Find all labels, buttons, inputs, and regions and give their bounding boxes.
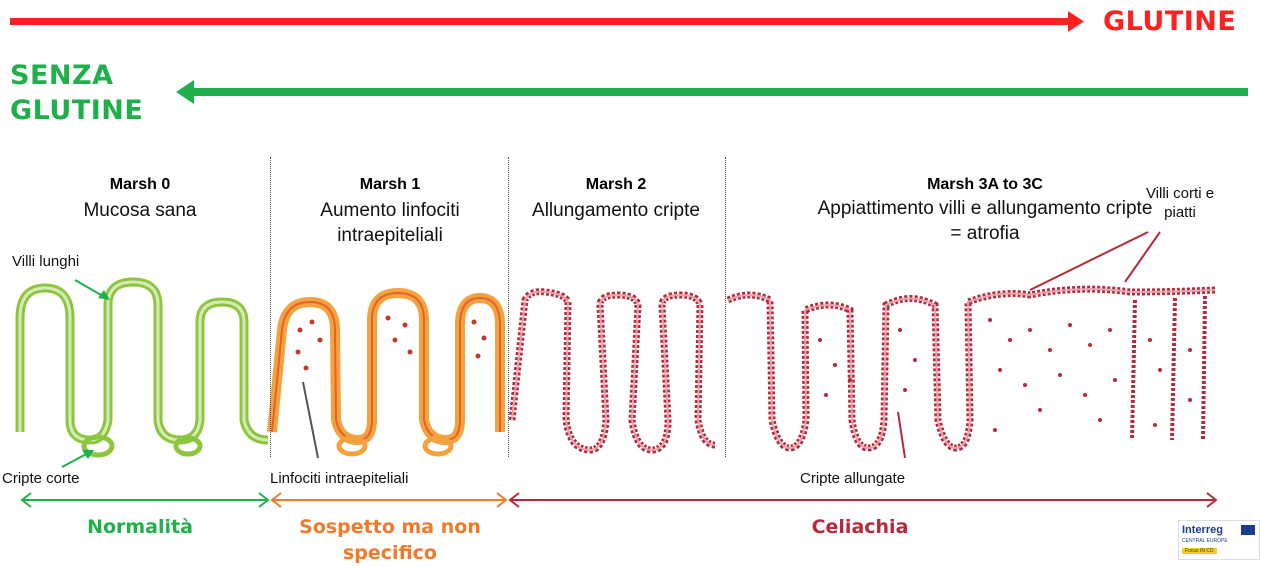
stage-marsh2: Marsh 2 Allungamento cripte xyxy=(530,176,702,223)
stage-title: Marsh 1 xyxy=(292,176,488,194)
category-arrows xyxy=(22,493,1216,507)
annotation-linfociti: Linfociti intraepiteliali xyxy=(270,470,408,487)
logo-project: Focus IN CD xyxy=(1182,548,1217,554)
eu-flag-icon xyxy=(1241,525,1255,535)
logo-subtitle: CENTRAL EUROPE xyxy=(1182,538,1228,544)
stage-description: Allungamento cripte xyxy=(530,198,702,223)
logo-name: Interreg xyxy=(1182,524,1223,536)
gluten-label: GLUTINE xyxy=(1103,6,1236,37)
normal-villi-illustration xyxy=(20,282,268,455)
stage-marsh1: Marsh 1 Aumento linfociti intraepitelial… xyxy=(292,176,488,248)
stage-description: Appiattimento villi e allungamento cript… xyxy=(815,196,1155,246)
annotation-cripte-corte: Cripte corte xyxy=(2,470,80,487)
annotation-villi-corti: Villi corti e piatti xyxy=(1130,184,1230,222)
stage-title: Marsh 3A to 3C xyxy=(815,176,1155,194)
divider-1 xyxy=(270,157,271,457)
category-celiachia: Celiachia xyxy=(760,514,960,540)
category-sospetto: Sospetto ma non specifico xyxy=(290,514,490,566)
marsh1-villi-illustration xyxy=(272,293,500,454)
stage-title: Marsh 0 xyxy=(40,176,240,194)
annotation-villi-lunghi: Villi lunghi xyxy=(12,253,79,270)
stage-description: Mucosa sana xyxy=(40,198,240,223)
gluten-free-arrow xyxy=(176,80,1248,104)
marsh3-atrophy-illustration xyxy=(728,289,1215,448)
gluten-free-label-line2: GLUTINE xyxy=(10,93,143,128)
gluten-free-label: SENZA GLUTINE xyxy=(10,58,143,128)
category-normalita: Normalità xyxy=(40,514,240,540)
stage-marsh3: Marsh 3A to 3C Appiattimento villi e all… xyxy=(815,176,1155,246)
stage-marsh0: Marsh 0 Mucosa sana xyxy=(40,176,240,223)
divider-3 xyxy=(725,157,726,457)
interreg-logo: Interreg CENTRAL EUROPE Focus IN CD xyxy=(1178,520,1260,560)
divider-2 xyxy=(508,157,509,457)
marsh2-crypts-illustration xyxy=(512,292,715,450)
gluten-free-label-line1: SENZA xyxy=(10,58,143,93)
gluten-arrow xyxy=(10,11,1084,32)
stage-description: Aumento linfociti intraepiteliali xyxy=(292,198,488,248)
stage-title: Marsh 2 xyxy=(530,176,702,194)
annotation-cripte-allungate: Cripte allungate xyxy=(800,470,905,487)
